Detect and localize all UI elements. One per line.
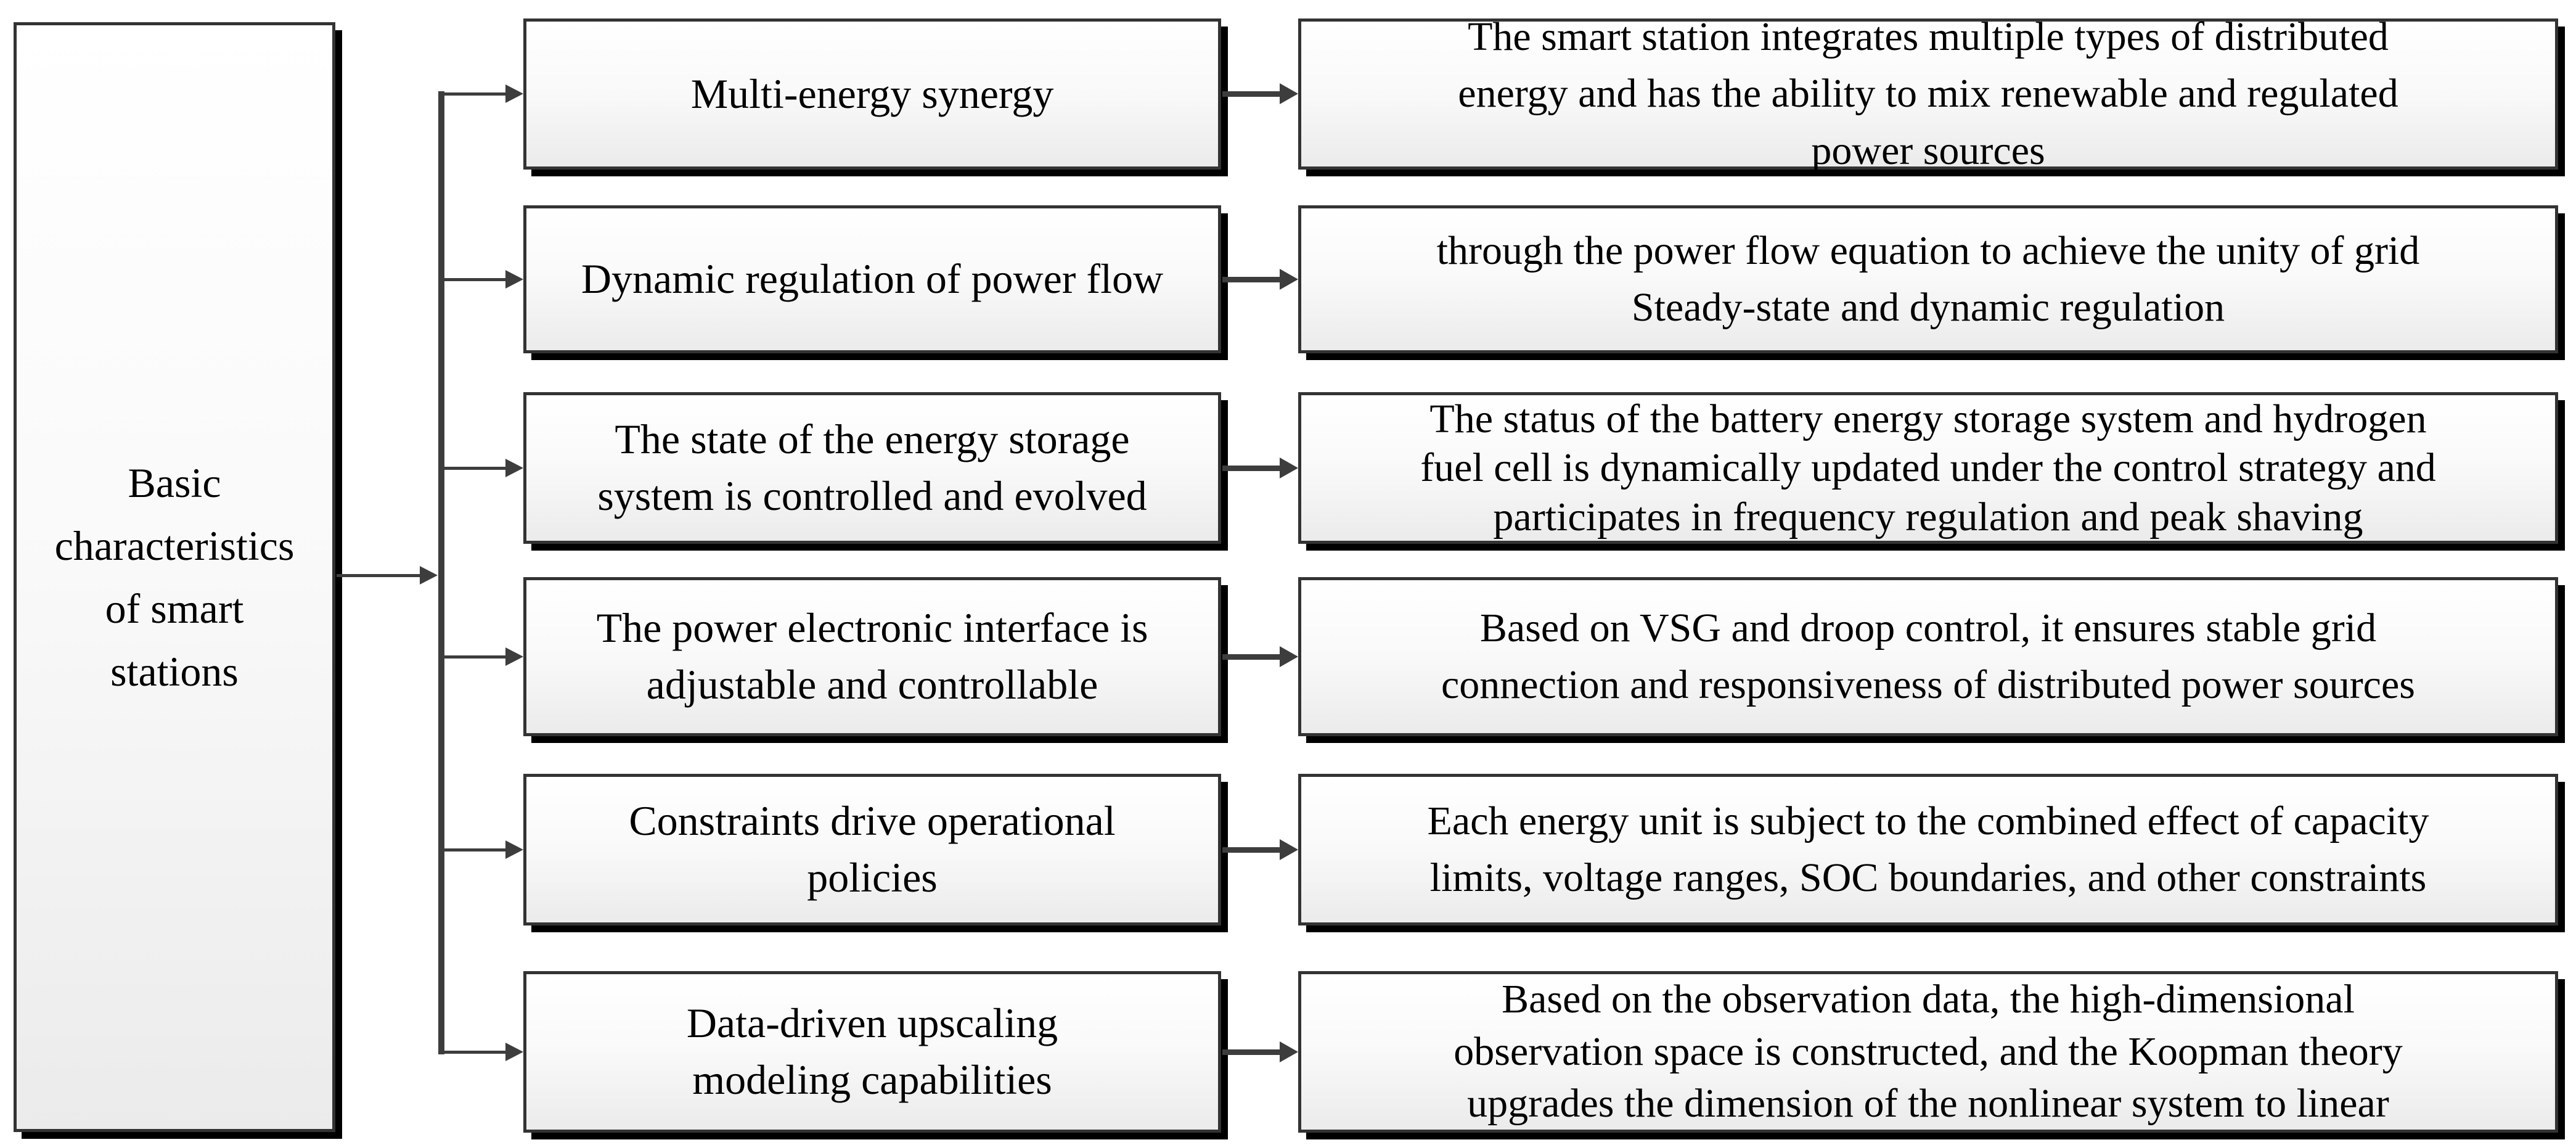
feature-box-power-electronic-interface: The power electronic interface is adjust… bbox=[523, 577, 1221, 736]
description-label: Each energy unit is subject to the combi… bbox=[1427, 798, 2429, 900]
feature-box-energy-storage-state: The state of the energy storage system i… bbox=[523, 392, 1221, 544]
feature-label: The power electronic interface is adjust… bbox=[596, 604, 1148, 708]
description-box-data-driven-modeling: Based on the observation data, the high-… bbox=[1298, 971, 2558, 1133]
description-label: Based on VSG and droop control, it ensur… bbox=[1441, 605, 2415, 707]
flow-arrow-line-5 bbox=[1222, 847, 1282, 853]
branch-line-5 bbox=[440, 848, 506, 852]
branch-arrowhead-icon-2 bbox=[505, 270, 523, 289]
branch-line-1 bbox=[440, 92, 506, 96]
feature-box-dynamic-regulation: Dynamic regulation of power flow bbox=[523, 205, 1221, 353]
branch-line-6 bbox=[440, 1051, 506, 1054]
trunk-line bbox=[438, 91, 444, 1054]
root-arrowhead-icon bbox=[420, 566, 438, 585]
branch-arrowhead-icon-4 bbox=[505, 647, 523, 666]
flow-arrowhead-icon-6 bbox=[1280, 1041, 1298, 1062]
root-label: Basic characteristics of smart stations bbox=[54, 459, 295, 695]
feature-box-multi-energy-synergy: Multi-energy synergy bbox=[523, 18, 1221, 170]
description-box-power-electronic-interface: Based on VSG and droop control, it ensur… bbox=[1298, 577, 2558, 736]
flow-arrowhead-icon-2 bbox=[1280, 269, 1298, 290]
branch-line-2 bbox=[440, 278, 506, 281]
description-box-dynamic-regulation: through the power flow equation to achie… bbox=[1298, 205, 2558, 353]
description-label: The smart station integrates multiple ty… bbox=[1458, 14, 2398, 173]
flow-arrow-line-6 bbox=[1222, 1049, 1282, 1055]
feature-label: Multi-energy synergy bbox=[690, 70, 1054, 117]
flow-arrowhead-icon-1 bbox=[1280, 83, 1298, 104]
branch-line-4 bbox=[440, 655, 506, 659]
root-box: Basic characteristics of smart stations bbox=[14, 22, 335, 1132]
description-box-constraints-policies: Each energy unit is subject to the combi… bbox=[1298, 774, 2558, 925]
feature-box-constraints-policies: Constraints drive operational policies bbox=[523, 774, 1221, 925]
feature-label: Data-driven upscaling modeling capabilit… bbox=[686, 999, 1058, 1103]
description-label: The status of the battery energy storage… bbox=[1420, 396, 2436, 540]
flow-arrow-line-2 bbox=[1222, 277, 1282, 282]
flow-arrow-line-1 bbox=[1222, 91, 1282, 97]
flow-arrowhead-icon-4 bbox=[1280, 646, 1298, 667]
feature-label: Constraints drive operational policies bbox=[629, 797, 1116, 901]
feature-label: Dynamic regulation of power flow bbox=[581, 255, 1164, 303]
feature-box-data-driven-modeling: Data-driven upscaling modeling capabilit… bbox=[523, 971, 1221, 1133]
branch-arrowhead-icon-5 bbox=[505, 840, 523, 859]
branch-arrowhead-icon-1 bbox=[505, 84, 523, 103]
flow-arrow-line-3 bbox=[1222, 466, 1282, 471]
description-box-energy-storage-state: The status of the battery energy storage… bbox=[1298, 392, 2558, 544]
description-label: Based on the observation data, the high-… bbox=[1454, 977, 2403, 1127]
root-connector-line bbox=[337, 574, 420, 577]
description-label: through the power flow equation to achie… bbox=[1436, 228, 2420, 330]
flow-arrowhead-icon-3 bbox=[1280, 458, 1298, 478]
branch-arrowhead-icon-3 bbox=[505, 459, 523, 477]
branch-arrowhead-icon-6 bbox=[505, 1043, 523, 1061]
branch-line-3 bbox=[440, 467, 506, 470]
flow-arrowhead-icon-5 bbox=[1280, 839, 1298, 860]
feature-label: The state of the energy storage system i… bbox=[597, 416, 1147, 519]
description-box-multi-energy-synergy: The smart station integrates multiple ty… bbox=[1298, 14, 2558, 173]
flow-arrow-line-4 bbox=[1222, 654, 1282, 660]
